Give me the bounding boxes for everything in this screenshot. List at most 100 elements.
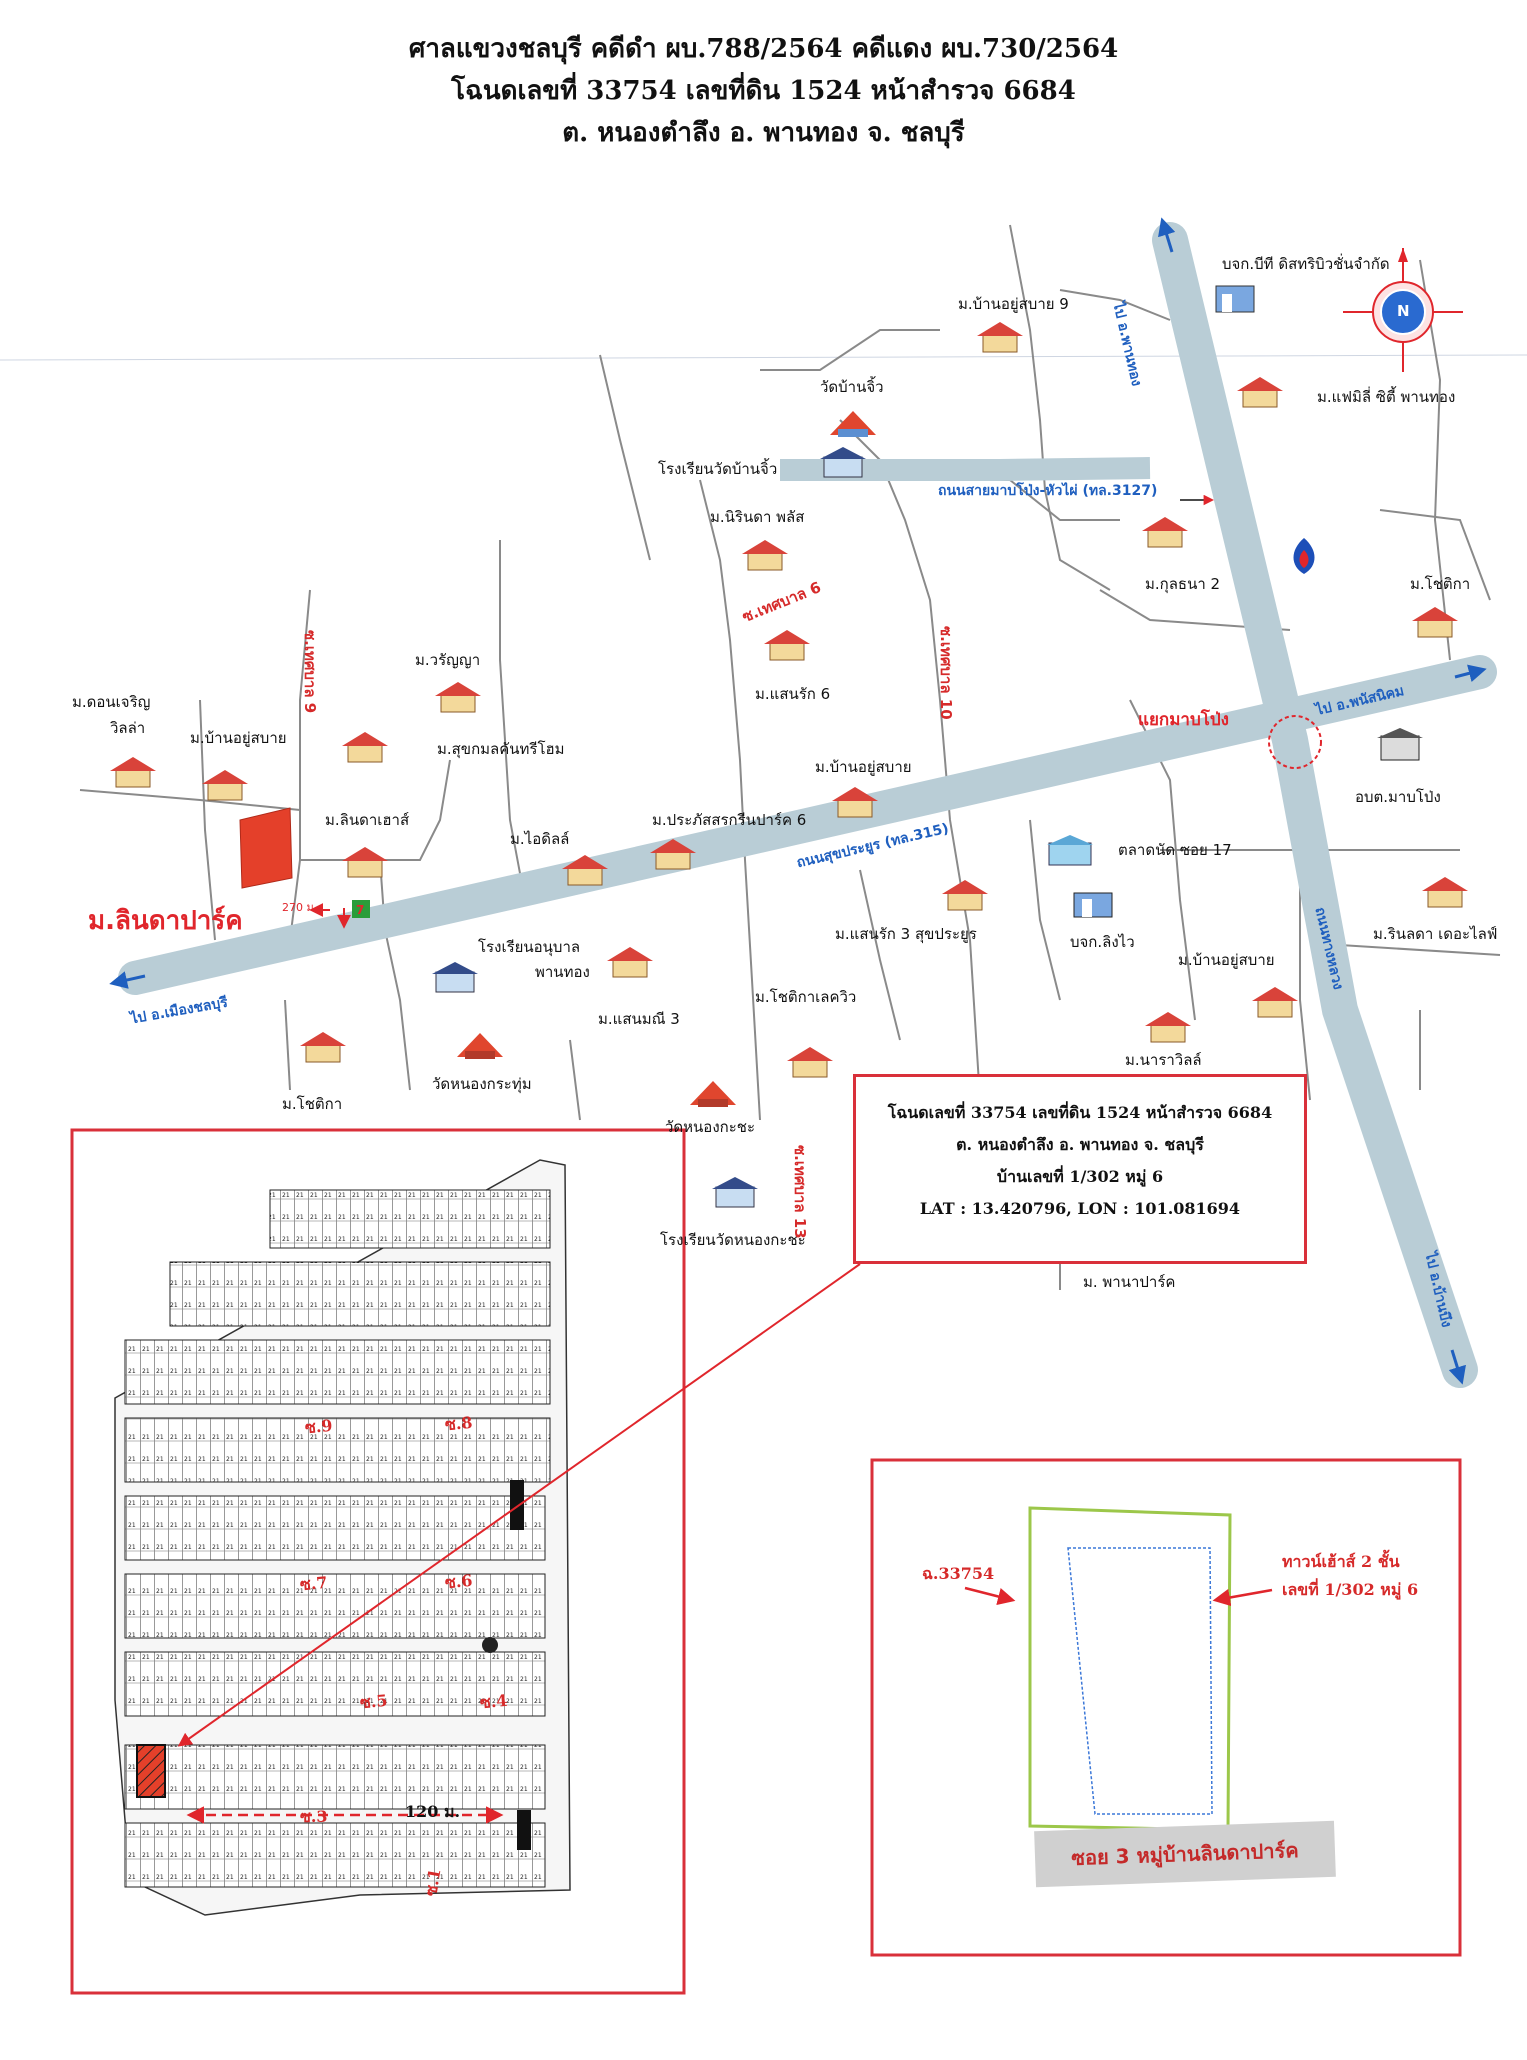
label-wat-nong-kracha: วัดหนองกะชะ [665, 1118, 756, 1136]
label-chotika-southwest: ม.โชติกา [282, 1095, 343, 1113]
header-case-line: ศาลแขวงชลบุรี คดีดำ ผบ.788/2564 คดีแดง ผ… [408, 34, 1119, 64]
label-ban-yu-sabai-southeast: ม.บ้านอยู่สบาย [1178, 951, 1275, 969]
street-label-thetsaban-9: ซ.เทศบาล 9 [301, 630, 319, 714]
house-icon [1422, 877, 1468, 908]
house-icon [342, 732, 388, 763]
company-icon [1073, 892, 1113, 918]
house-number-label: เลขที่ 1/302 หมู่ 6 [1282, 1580, 1419, 1599]
label-sansak-3: ม.แสนรัก 3 สุขประยูร [835, 925, 977, 943]
plan-soi-6: ซ.6 [444, 1570, 474, 1593]
label-school-nong-kracha: โรงเรียนวัดหนองกะชะ [660, 1231, 806, 1249]
label-ban-yu-sabai-center: ม.บ้านอยู่สบาย [815, 758, 912, 776]
plan-soi-8: ซ.8 [444, 1412, 474, 1435]
plan-distance-120: 120 ม. [405, 1802, 461, 1821]
label-villa: วิลล่า [110, 719, 146, 737]
label-ban-yu-sabai-west: ม.บ้านอยู่สบาย [190, 729, 287, 747]
house-type-label: ทาวน์เฮ้าส์ 2 ชั้น [1282, 1552, 1400, 1571]
target-plot-marker [239, 807, 293, 889]
label-suk-kamon: ม.สุขกมลคันทรีโฮม [437, 740, 565, 758]
label-idyll: ม.ไอดิลล์ [510, 830, 570, 848]
highway-road [1152, 222, 1478, 1388]
label-ban-yu-sabai-9: ม.บ้านอยู่สบาย 9 [958, 295, 1069, 313]
house-icon [607, 947, 653, 978]
house-icon [342, 847, 388, 878]
label-phanthong: พานทอง [535, 963, 590, 981]
house-icon [435, 682, 481, 713]
sukprayoon-road [118, 655, 1497, 995]
plan-soi-7: ซ.7 [299, 1572, 329, 1595]
street-label-thetsaban-10: ซ.เทศบาล 10 [937, 626, 955, 720]
plan-soi-9: ซ.9 [304, 1415, 334, 1438]
temple-icon [830, 411, 876, 437]
house-icon [787, 1047, 833, 1078]
market-icon [1047, 835, 1093, 866]
school-icon [820, 447, 866, 478]
label-distance-270: 270 ม. [282, 901, 318, 914]
plan-soi-5: ซ.5 [359, 1690, 389, 1713]
temple-icon [690, 1081, 736, 1107]
label-chotika-lake: ม.โชติกาเลควิว [755, 988, 857, 1006]
house-icon [1142, 517, 1188, 548]
label-naraville: ม.นาราวิลล์ [1125, 1051, 1202, 1069]
label-lindahouse: ม.ลินดาเฮาส์ [325, 811, 410, 829]
label-intersection: แยกมาบโป่ง [1138, 710, 1229, 730]
label-sanmanee-3: ม.แสนมณี 3 [598, 1010, 680, 1028]
house-icon [1252, 987, 1298, 1018]
soi-3-sign: ซอย 3 หมู่บ้านลินดาปาร์ค [1034, 1820, 1336, 1888]
label-wat-ban-chio: วัดบ้านจิ้ว [820, 378, 884, 396]
label-obt: อบต.มาบโป่ง [1355, 788, 1441, 806]
label-wat-nong-krathum: วัดหนองกระทุ่ม [432, 1075, 532, 1093]
arrow-to-phanthong [1158, 217, 1176, 253]
label-family-city: ม.แฟมิลี่ ซิตี้ พานทอง [1317, 388, 1456, 406]
road-label-mab-pong-hua-phai: ถนนสายมาบโป่ง-หัวไผ่ (ทล.3127) [938, 483, 1158, 499]
house-icon [1237, 377, 1283, 408]
house-icon [300, 1032, 346, 1063]
header-deed-line: โฉนดเลขที่ 33754 เลขที่ดิน 1524 หน้าสำรว… [451, 76, 1076, 106]
label-school-wat-ban-chio: โรงเรียนวัดบ้านจิ้ว [658, 460, 778, 478]
arrow-to-ban-bueng [1448, 1349, 1466, 1385]
svg-text:7: 7 [356, 903, 364, 917]
label-sansak-6: ม.แสนรัก 6 [755, 685, 831, 703]
info-house-number: บ้านเลขที่ 1/302 หมู่ 6 [996, 1167, 1164, 1186]
house-icon [764, 630, 810, 661]
gas-station-icon [1293, 538, 1315, 574]
info-location-line: ต. หนองตำลึง อ. พานทอง จ. ชลบุรี [956, 1135, 1204, 1154]
compass-label: N [1397, 302, 1410, 320]
house-icon [1145, 1012, 1191, 1043]
pointer-line [177, 1263, 861, 1747]
plan-soi-3: ซ.3 [300, 1807, 328, 1826]
plan-soi-4: ซ.4 [479, 1690, 509, 1713]
label-chotika-east: ม.โชติกา [1410, 575, 1471, 593]
label-market: ตลาดนัด ซอย 17 [1118, 841, 1232, 859]
label-rinlada: ม.รินลดา เดอะไลฟ์ [1373, 925, 1498, 943]
scan-line [0, 354, 1527, 361]
label-prasit-green: ม.ประภัสสรกรีนปาร์ค 6 [652, 811, 807, 829]
house-icon [977, 322, 1023, 353]
info-deed-line: โฉนดเลขที่ 33754 เลขที่ดิน 1524 หน้าสำรว… [887, 1103, 1273, 1122]
seven-eleven-icon [352, 900, 370, 918]
compass-icon [1343, 248, 1463, 372]
school-icon [712, 1177, 758, 1208]
house-icon [942, 880, 988, 911]
street-label-thetsaban-13: ซ.เทศบาล 13 [791, 1145, 809, 1239]
label-kindergarten: โรงเรียนอนุบาล [478, 938, 581, 956]
label-linda-park: ม.ลินดาปาร์ค [88, 906, 243, 936]
deed-number-label: ฉ.33754 [922, 1564, 995, 1583]
intersection-marker [1268, 715, 1322, 769]
label-phana-park: ม. พานาปาร์ค [1083, 1273, 1176, 1291]
label-nirinda-plus: ม.นิรินดา พลัส [710, 508, 805, 526]
office-icon [1377, 728, 1423, 761]
house-icon [202, 770, 248, 801]
label-kunthana-2: ม.กุลธนา 2 [1145, 575, 1221, 593]
label-wanya: ม.วรัญญา [415, 651, 481, 669]
deed-info-box: โฉนดเลขที่ 33754 เลขที่ดิน 1524 หน้าสำรว… [853, 1074, 1307, 1264]
house-icon [742, 540, 788, 571]
factory-icon [1215, 285, 1255, 313]
subdivision-plan [114, 1159, 571, 1916]
school-icon [432, 962, 478, 993]
house-icon [832, 787, 878, 818]
house-arrow [1212, 1588, 1273, 1607]
label-don-charoen: ม.ดอนเจริญ [72, 693, 151, 711]
plan-soi-1: ซ.1 [421, 1867, 445, 1898]
